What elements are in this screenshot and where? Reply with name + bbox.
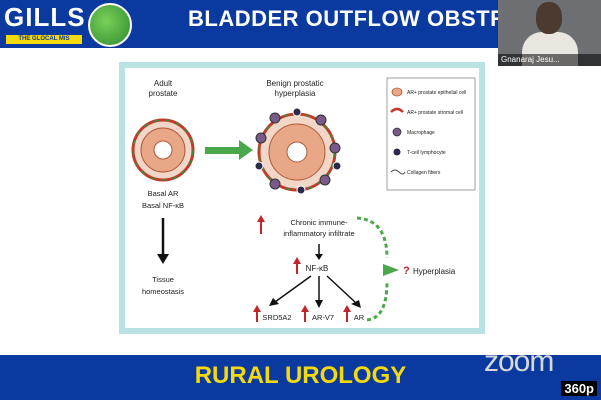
slide-title: BLADDER OUTFLOW OBSTRUCT (188, 6, 554, 31)
globe-icon (88, 3, 132, 47)
participant-head (536, 2, 562, 34)
ar-up-arrow-icon (343, 305, 351, 322)
rural-urology-banner: RURAL UROLOGY (194, 362, 407, 389)
progression-arrow-icon (205, 140, 253, 160)
chronic-label-line1: Chronic immune- (290, 218, 348, 227)
bph-title-line2: hyperplasia (275, 89, 316, 98)
legend-item-epithelial: AR+ prostate epithelial cell (407, 90, 466, 96)
collagen-icon (390, 169, 406, 175)
t-cell-icon (393, 148, 401, 156)
slide-panel: Adult prostate Benign prostatic hyperpla… (119, 62, 485, 334)
stromal-cell-icon (390, 107, 404, 113)
srd5a2-up-arrow-icon (253, 305, 261, 322)
curve-top-icon (356, 216, 389, 259)
homeostasis-label: homeostasis (142, 287, 184, 296)
legend-item-macrophage: Macrophage (407, 130, 435, 136)
macrophage-icon (392, 127, 402, 137)
curve-bottom-icon (366, 281, 389, 322)
basal-nfkb-label: Basal NF-κB (142, 201, 184, 210)
hyperplasia-label: Hyperplasia (413, 267, 456, 276)
up-red-arrow-icon (257, 215, 265, 234)
legend-item-collagen: Collagen fibers (407, 170, 441, 176)
legend-box: AR+ prostate epithelial cell AR+ prostat… (386, 77, 476, 191)
target-arv7: AR-V7 (312, 313, 334, 322)
bph-diagram: Adult prostate Benign prostatic hyperpla… (131, 77, 476, 322)
participant-video-tile[interactable]: Gnanaraj Jesu... (498, 0, 601, 66)
adult-title-line2: prostate (149, 89, 178, 98)
arv7-up-arrow-icon (301, 305, 309, 322)
zoom-logo: zoom (484, 345, 554, 378)
legend-item-stromal: AR+ prostate stromal cell (407, 110, 463, 116)
basal-ar-label: Basal AR (148, 189, 179, 198)
adult-title-line1: Adult (154, 79, 173, 88)
bph-title-line1: Benign prostatic (266, 79, 323, 88)
legend-item-tcell: T-cell lymphocyte (407, 150, 446, 156)
target-srd5a2: SRD5A2 (262, 313, 291, 322)
green-arrowhead-icon (383, 264, 399, 276)
epithelial-cell-icon (391, 87, 403, 97)
logo-tagline: THE GLOCAL MIS (6, 35, 82, 44)
down-arrow-icon (157, 218, 169, 264)
question-mark: ? (403, 265, 410, 277)
gills-logo: GILLS THE GLOCAL MIS (0, 0, 132, 48)
tissue-label: Tissue (152, 275, 174, 284)
logo-text: GILLS (4, 2, 86, 32)
nfkb-label: NF-κB (306, 264, 329, 273)
chronic-label-line2: inflammatory infiltrate (283, 229, 354, 238)
video-quality-badge: 360p (561, 381, 597, 396)
participant-name: Gnanaraj Jesu... (498, 54, 601, 66)
adult-prostate-icon (131, 118, 195, 182)
bph-prostate-icon (254, 107, 342, 195)
footer-band (0, 355, 601, 400)
target-ar: AR (354, 313, 365, 322)
nfkb-up-arrow-icon (293, 257, 301, 274)
